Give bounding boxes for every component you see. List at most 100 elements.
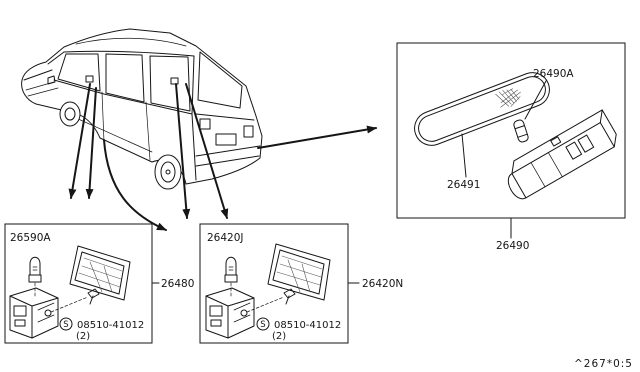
housing-body: [9, 287, 59, 339]
rear-wheel: [154, 154, 182, 190]
arrow-to-luggage-lamp-b: [185, 83, 229, 219]
bulb-filament: [228, 266, 234, 271]
roof-rack-line: [75, 37, 187, 47]
lamp-housing: [9, 287, 59, 339]
screw-symbol-circle: [256, 317, 270, 331]
arrow-to-map-lamp-a: [68, 83, 91, 199]
bulb-base: [224, 274, 238, 283]
screw-leader: [50, 296, 89, 313]
bulb-glass: [225, 256, 237, 276]
lens-texture: [495, 88, 521, 108]
vehicle-illustration: [21, 28, 263, 190]
hood-line: [23, 69, 53, 81]
bulb: [224, 256, 238, 283]
lens-outer: [414, 72, 550, 146]
lamp-switch: [14, 319, 26, 327]
bulb-leader: [524, 80, 547, 120]
screw-quantity: (2): [76, 331, 90, 342]
middle-lamp-panel: 26420J: [199, 223, 403, 344]
room-lamp-lens: [414, 72, 550, 146]
assembly-part-number: 26420N: [362, 278, 403, 290]
screw: [87, 288, 100, 305]
rocker-line: [75, 117, 153, 153]
housing-ridge: [205, 295, 255, 339]
screw-symbol: S: [63, 320, 68, 330]
tail-light-left: [199, 118, 211, 130]
housing-clip: [550, 136, 562, 147]
rear-tire: [154, 154, 182, 190]
belt-line: [53, 79, 193, 115]
lamp-switch: [210, 319, 222, 327]
housing-ribs: [530, 152, 563, 188]
lens-inner: [74, 251, 125, 295]
assembly-part-number: 26480: [161, 278, 194, 290]
screw-shank: [285, 295, 290, 305]
lens-inner: [418, 76, 546, 142]
roof-edge: [63, 50, 195, 57]
lamp-lens: [267, 243, 331, 301]
lamp-lens: [69, 245, 131, 301]
middle-panel-drawing: 26420J: [199, 223, 349, 344]
bulb-socket: [13, 305, 27, 317]
sliding-door-window: [105, 53, 145, 103]
right-lamp-panel: 26490A 26491 26490: [396, 42, 626, 252]
lens-leader: [461, 133, 467, 178]
assembly-part-number: 26490: [496, 240, 529, 252]
tail-light-right: [243, 125, 254, 138]
bulb-body: [513, 119, 529, 143]
lens-texture: [78, 257, 123, 293]
lamp-housing: [205, 287, 255, 339]
rear-rim: [160, 161, 176, 183]
screw-quantity: (2): [272, 331, 286, 342]
rear-quarter-window: [149, 55, 191, 112]
diagram-reference: ^267*0:5: [574, 358, 633, 370]
luggage-lamp-location: [170, 77, 179, 85]
connector-a: [565, 141, 583, 160]
a-pillar: [47, 51, 65, 65]
screw-symbol: S: [260, 320, 265, 330]
mount-hole: [44, 309, 52, 317]
front-door-window: [57, 53, 101, 92]
bulb-part-number: 26490A: [533, 68, 574, 80]
room-lamp-housing: [507, 109, 617, 200]
bulb-base: [28, 274, 42, 283]
screw-shank: [89, 295, 94, 305]
screw-symbol-circle: [59, 317, 73, 331]
front-rim: [64, 107, 76, 121]
arrow-to-luggage-lamp-a: [175, 83, 191, 219]
rear-hub: [165, 169, 171, 175]
lens-texture: [276, 255, 323, 293]
rear-window: [197, 51, 243, 109]
screw-leader: [246, 296, 285, 313]
screw-head: [87, 288, 100, 299]
screw-head: [283, 288, 296, 299]
lens-outer: [267, 243, 331, 301]
callout-arrows: [68, 83, 377, 231]
license-plate: [215, 133, 237, 146]
front-wheel: [59, 101, 81, 127]
housing-detail: [233, 302, 251, 323]
front-tire: [59, 101, 81, 127]
screw-part-number: 08510-41012: [274, 320, 341, 331]
lens-outer: [69, 245, 131, 301]
door-seams: [101, 91, 151, 161]
map-lamp-location: [85, 75, 94, 83]
arrow-curved: [103, 139, 167, 231]
bulb-part-number: 26590A: [10, 232, 51, 244]
arrow-to-map-lamp-b: [85, 87, 97, 199]
bulb-socket: [209, 305, 223, 317]
tailgate-edge: [195, 113, 255, 121]
bulb-filament: [32, 266, 38, 271]
mount-hole: [240, 309, 248, 317]
lens-inner: [272, 249, 325, 295]
room-lamp-bulb: [513, 119, 529, 143]
screw-part-number: 08510-41012: [77, 320, 144, 331]
bulb-glass: [29, 256, 41, 276]
bulb-part-number: 26420J: [207, 232, 244, 244]
left-lamp-panel: 26590A S 08510-41012 (2) 2: [4, 223, 194, 344]
bulb-bands: [514, 125, 528, 138]
lens-part-number: 26491: [447, 179, 480, 191]
housing-end-cap: [507, 173, 527, 200]
housing-ridge: [9, 295, 59, 339]
